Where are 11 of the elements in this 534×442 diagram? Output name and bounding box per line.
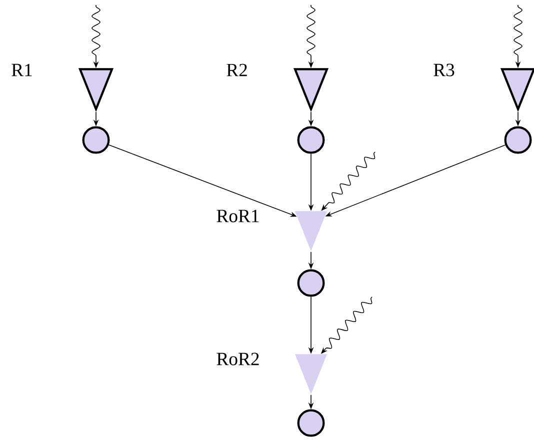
node-label: R1 — [12, 64, 32, 76]
wavy-arrow — [321, 152, 376, 211]
node-label: R2 — [226, 64, 247, 76]
node-label: R3 — [434, 64, 454, 76]
circle-node — [504, 126, 532, 154]
circle-node — [82, 126, 110, 154]
node-label: RoR1 — [216, 210, 259, 222]
node-label: RoR2 — [216, 352, 259, 366]
circle-node — [297, 126, 325, 154]
circle-node — [297, 269, 325, 297]
circle-node — [297, 409, 325, 437]
